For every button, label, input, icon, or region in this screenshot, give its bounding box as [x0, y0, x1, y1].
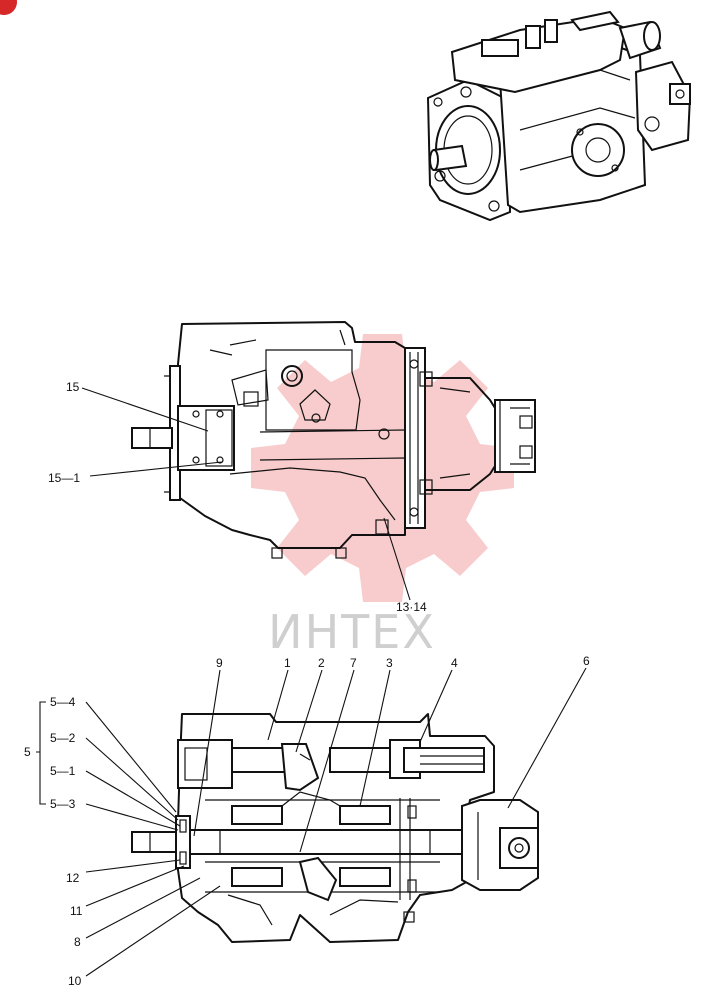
label-2: 2 — [318, 656, 325, 670]
label-13-14: 13·14 — [396, 600, 427, 614]
label-5-2: 5—2 — [50, 731, 76, 745]
label-5-1: 5—1 — [50, 764, 76, 778]
section-view-callouts — [36, 667, 587, 977]
watermark-gear — [251, 334, 514, 602]
corner-badge — [0, 0, 17, 15]
label-5-4: 5—4 — [50, 695, 76, 709]
label-7: 7 — [350, 656, 357, 670]
label-10: 10 — [68, 974, 82, 988]
section-view-labels: 9 1 2 7 3 4 6 5 5—4 5—2 5—1 5—3 12 11 8 … — [24, 654, 590, 988]
label-4: 4 — [451, 656, 458, 670]
label-9: 9 — [216, 656, 223, 670]
label-15: 15 — [66, 380, 80, 394]
label-5: 5 — [24, 745, 31, 759]
label-6: 6 — [583, 654, 590, 668]
watermark-text: ИНТЕХ — [268, 605, 436, 659]
label-15-1: 15—1 — [48, 471, 80, 485]
side-view-callouts: 15 15—1 13·14 — [48, 380, 427, 614]
pump-perspective-view — [426, 10, 692, 222]
label-11: 11 — [70, 904, 83, 918]
label-5-3: 5—3 — [50, 797, 76, 811]
pump-side-view — [131, 321, 536, 559]
label-8: 8 — [74, 935, 81, 949]
label-1: 1 — [284, 656, 291, 670]
label-3: 3 — [386, 656, 393, 670]
label-12: 12 — [66, 871, 80, 885]
pump-section-view — [131, 713, 539, 943]
